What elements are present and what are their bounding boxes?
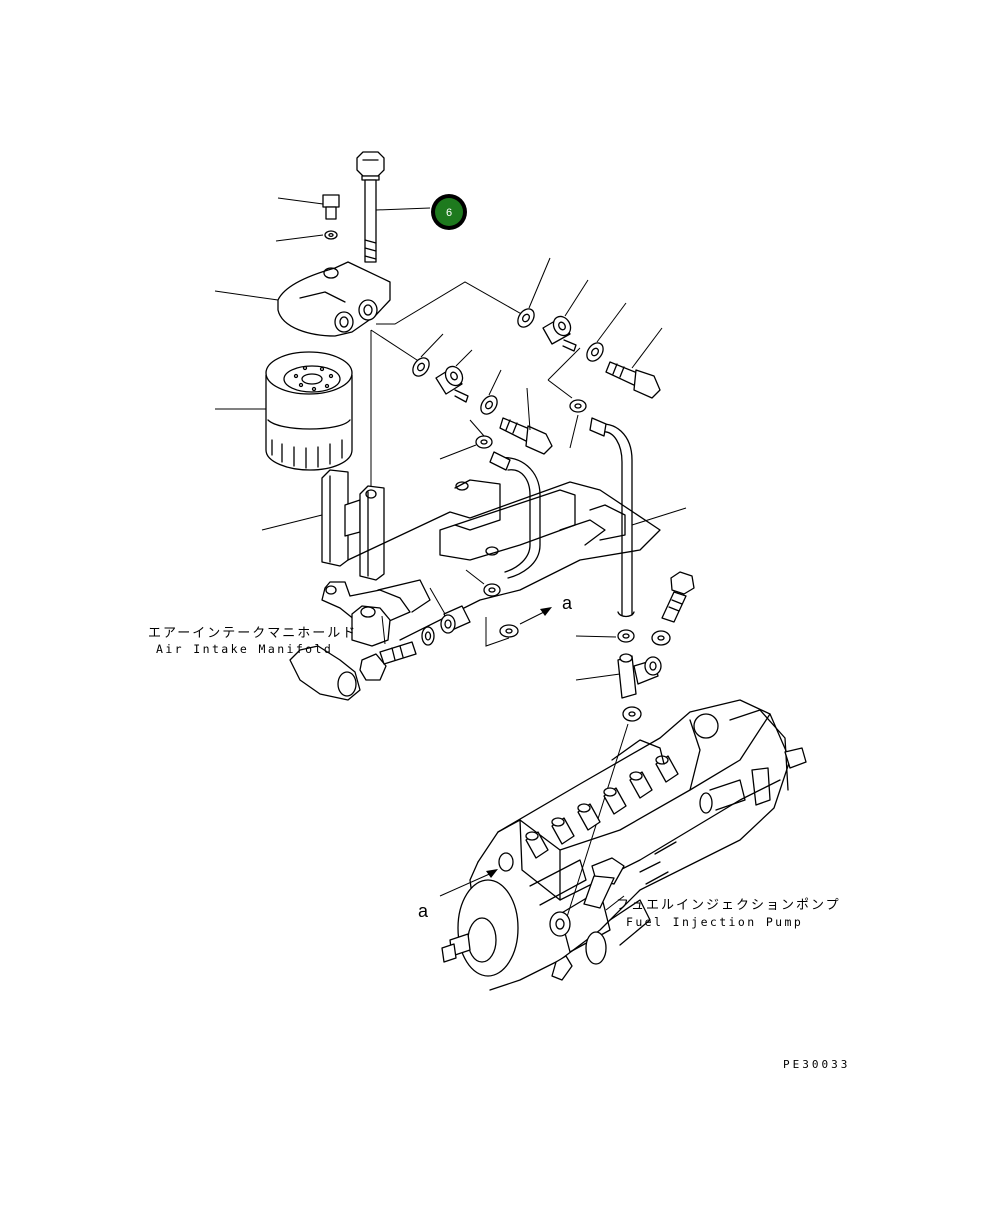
gasket-3[interactable]: [515, 257, 551, 330]
bleed-bolt[interactable]: [661, 571, 695, 623]
hose-clip-1[interactable]: [439, 419, 493, 460]
fuel-pump-label-en: Fuel Injection Pump: [626, 915, 803, 929]
air-intake-manifold[interactable]: [289, 479, 661, 701]
gasket-5[interactable]: [421, 626, 435, 646]
gasket-6[interactable]: [485, 617, 519, 647]
gasket-4[interactable]: [584, 302, 627, 364]
elbow-joint[interactable]: [575, 653, 662, 699]
fuel-filter-cartridge[interactable]: [215, 351, 353, 471]
gasket-1[interactable]: [410, 333, 444, 379]
hose-clip-3[interactable]: [465, 569, 501, 597]
fuel-injection-pump[interactable]: [441, 699, 807, 991]
eye-bolt-1[interactable]: [499, 387, 553, 455]
air-intake-label-en: Air Intake Manifold: [156, 642, 333, 656]
small-washer[interactable]: [275, 230, 338, 242]
long-bolt[interactable]: [356, 151, 385, 263]
eye-joint-1[interactable]: [435, 349, 473, 403]
gasket-2[interactable]: [478, 369, 502, 417]
callout-number: 6: [446, 207, 452, 219]
hex-bolt-lower[interactable]: [359, 615, 417, 681]
arrow-a-label-top: a: [562, 593, 573, 613]
small-bolt[interactable]: [277, 194, 340, 220]
drawing-code: PE30033: [783, 1058, 850, 1071]
eye-bolt-2[interactable]: [605, 327, 663, 399]
inlet-connector[interactable]: [429, 587, 471, 634]
arrow-a-label-bottom: a: [418, 901, 429, 921]
fuel-pump-label-jp: フュエルインジェクションポンプ: [616, 898, 841, 913]
filter-head[interactable]: [214, 261, 391, 337]
flow-arrow-a-top: a: [519, 593, 573, 625]
filter-bracket[interactable]: [261, 469, 385, 581]
part-callout-6[interactable]: 6: [431, 194, 467, 230]
flow-arrow-a-bottom: a: [418, 869, 498, 921]
hose-clip-2[interactable]: [547, 347, 587, 449]
eye-joint-2[interactable]: [542, 279, 589, 352]
hose-right[interactable]: [589, 417, 687, 618]
hose-left[interactable]: [489, 451, 541, 579]
hose-clip-4[interactable]: [575, 629, 635, 643]
air-intake-label-jp: エアーインテークマニホールド: [148, 626, 357, 641]
gasket-7[interactable]: [651, 630, 671, 646]
